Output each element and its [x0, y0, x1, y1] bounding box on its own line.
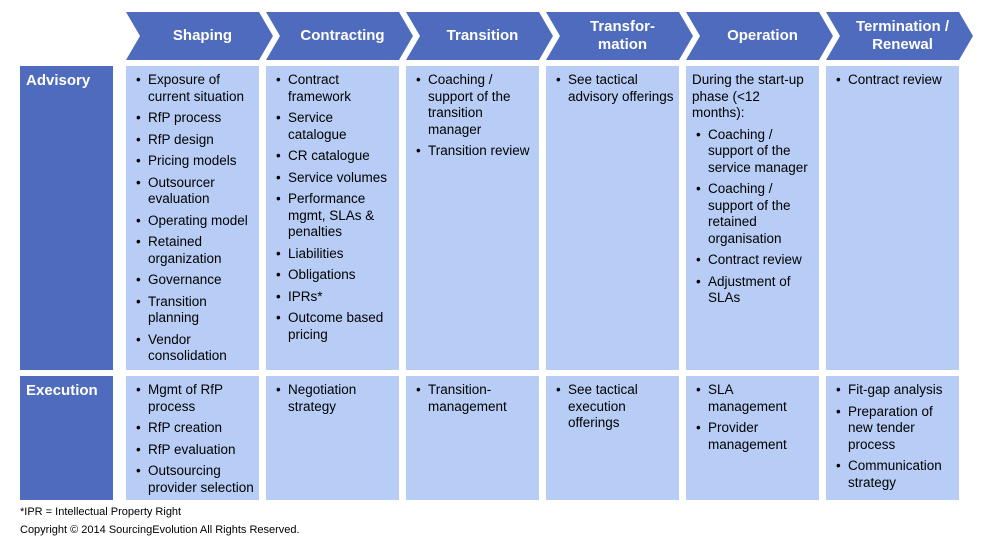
bullet-list: See tactical execution offerings: [552, 382, 675, 432]
bullet-item: Coaching / support of the service manage…: [692, 127, 815, 177]
cell-r1-c0: Mgmt of RfP processRfP creationRfP evalu…: [126, 376, 259, 500]
bullet-list: Coaching / support of the transition man…: [412, 72, 535, 160]
bullet-item: Coaching / support of the transition man…: [412, 72, 535, 138]
bullet-list: Contract frameworkService catalogue CR ca…: [272, 72, 395, 343]
bullet-item: Performance mgmt, SLAs & penalties: [272, 191, 395, 241]
cell-r0-c4: During the start-up phase (<12 months): C…: [686, 66, 819, 370]
bullet-list: Fit-gap analysisPreparation of new tende…: [832, 382, 955, 491]
bullet-item: RfP evaluation: [132, 442, 255, 459]
phase-header-4: Operation: [686, 12, 833, 60]
bullet-item: Outsourcing provider selection: [132, 463, 255, 496]
bullet-list: Transition-management: [412, 382, 535, 415]
bullet-item: Governance: [132, 272, 255, 289]
bullet-item: Preparation of new tender process: [832, 404, 955, 454]
bullet-item: Provider management: [692, 420, 815, 453]
bullet-item: SLA management: [692, 382, 815, 415]
bullet-list: Mgmt of RfP processRfP creationRfP evalu…: [132, 382, 255, 496]
bullet-item: Exposure of current situation: [132, 72, 255, 105]
bullet-item: RfP process: [132, 110, 255, 127]
phase-header-2: Transition: [406, 12, 553, 60]
bullet-list: SLA managementProvider management: [692, 382, 815, 453]
cell-r1-c3: See tactical execution offerings: [546, 376, 679, 500]
bullet-item: Transition review: [412, 143, 535, 160]
bullet-item: Outcome based pricing: [272, 310, 395, 343]
bullet-list: Exposure of current situationRfP process…: [132, 72, 255, 365]
phase-header-1: Contracting: [266, 12, 413, 60]
bullet-item: RfP creation: [132, 420, 255, 437]
bullet-list: Contract review: [832, 72, 955, 89]
bullet-list: Negotiation strategy: [272, 382, 395, 415]
cell-r0-c3: See tactical advisory offerings: [546, 66, 679, 370]
bullet-list: See tactical advisory offerings: [552, 72, 675, 105]
bullet-item: Service volumes: [272, 170, 395, 187]
bullet-item: See tactical advisory offerings: [552, 72, 675, 105]
cell-r0-c0: Exposure of current situationRfP process…: [126, 66, 259, 370]
bullet-item: Obligations: [272, 267, 395, 284]
cell-r0-c1: Contract frameworkService catalogue CR ca…: [266, 66, 399, 370]
cell-r1-c2: Transition-management: [406, 376, 539, 500]
phase-header-5: Termination / Renewal: [826, 12, 973, 60]
bullet-item: Communication strategy: [832, 458, 955, 491]
bullet-item: Retained organization: [132, 234, 255, 267]
bullet-item: CR catalogue: [272, 148, 395, 165]
phase-header-0: Shaping: [126, 12, 273, 60]
bullet-list: Coaching / support of the service manage…: [692, 127, 815, 307]
bullet-item: Liabilities: [272, 246, 395, 263]
bullet-item: Outsourcer evaluation: [132, 175, 255, 208]
bullet-item: IPRs*: [272, 289, 395, 306]
bullet-item: Coaching / support of the retained organ…: [692, 181, 815, 247]
row-header-0: Advisory: [20, 66, 113, 370]
bullet-item: Transition planning: [132, 294, 255, 327]
bullet-item: RfP design: [132, 132, 255, 149]
cell-r1-c5: Fit-gap analysisPreparation of new tende…: [826, 376, 959, 500]
cell-r1-c4: SLA managementProvider management: [686, 376, 819, 500]
bullet-item: See tactical execution offerings: [552, 382, 675, 432]
bullet-item: Mgmt of RfP process: [132, 382, 255, 415]
footnote: *IPR = Intellectual Property Right: [20, 506, 182, 518]
bullet-item: Transition-management: [412, 382, 535, 415]
row-header-1: Execution: [20, 376, 113, 500]
bullet-item: Fit-gap analysis: [832, 382, 955, 399]
bullet-item: Contract framework: [272, 72, 395, 105]
cell-r1-c1: Negotiation strategy: [266, 376, 399, 500]
cell-r0-c5: Contract review: [826, 66, 959, 370]
copyright: Copyright © 2014 SourcingEvolution All R…: [20, 524, 300, 536]
phase-header-3: Transfor- mation: [546, 12, 693, 60]
bullet-item: Contract review: [832, 72, 955, 89]
bullet-item: Adjustment of SLAs: [692, 274, 815, 307]
bullet-item: Negotiation strategy: [272, 382, 395, 415]
bullet-item: Operating model: [132, 213, 255, 230]
bullet-item: Pricing models: [132, 153, 255, 170]
cell-intro: During the start-up phase (<12 months):: [692, 72, 804, 120]
cell-r0-c2: Coaching / support of the transition man…: [406, 66, 539, 370]
bullet-item: Service catalogue: [272, 110, 395, 143]
bullet-item: Vendor consolidation: [132, 332, 255, 365]
bullet-item: Contract review: [692, 252, 815, 269]
